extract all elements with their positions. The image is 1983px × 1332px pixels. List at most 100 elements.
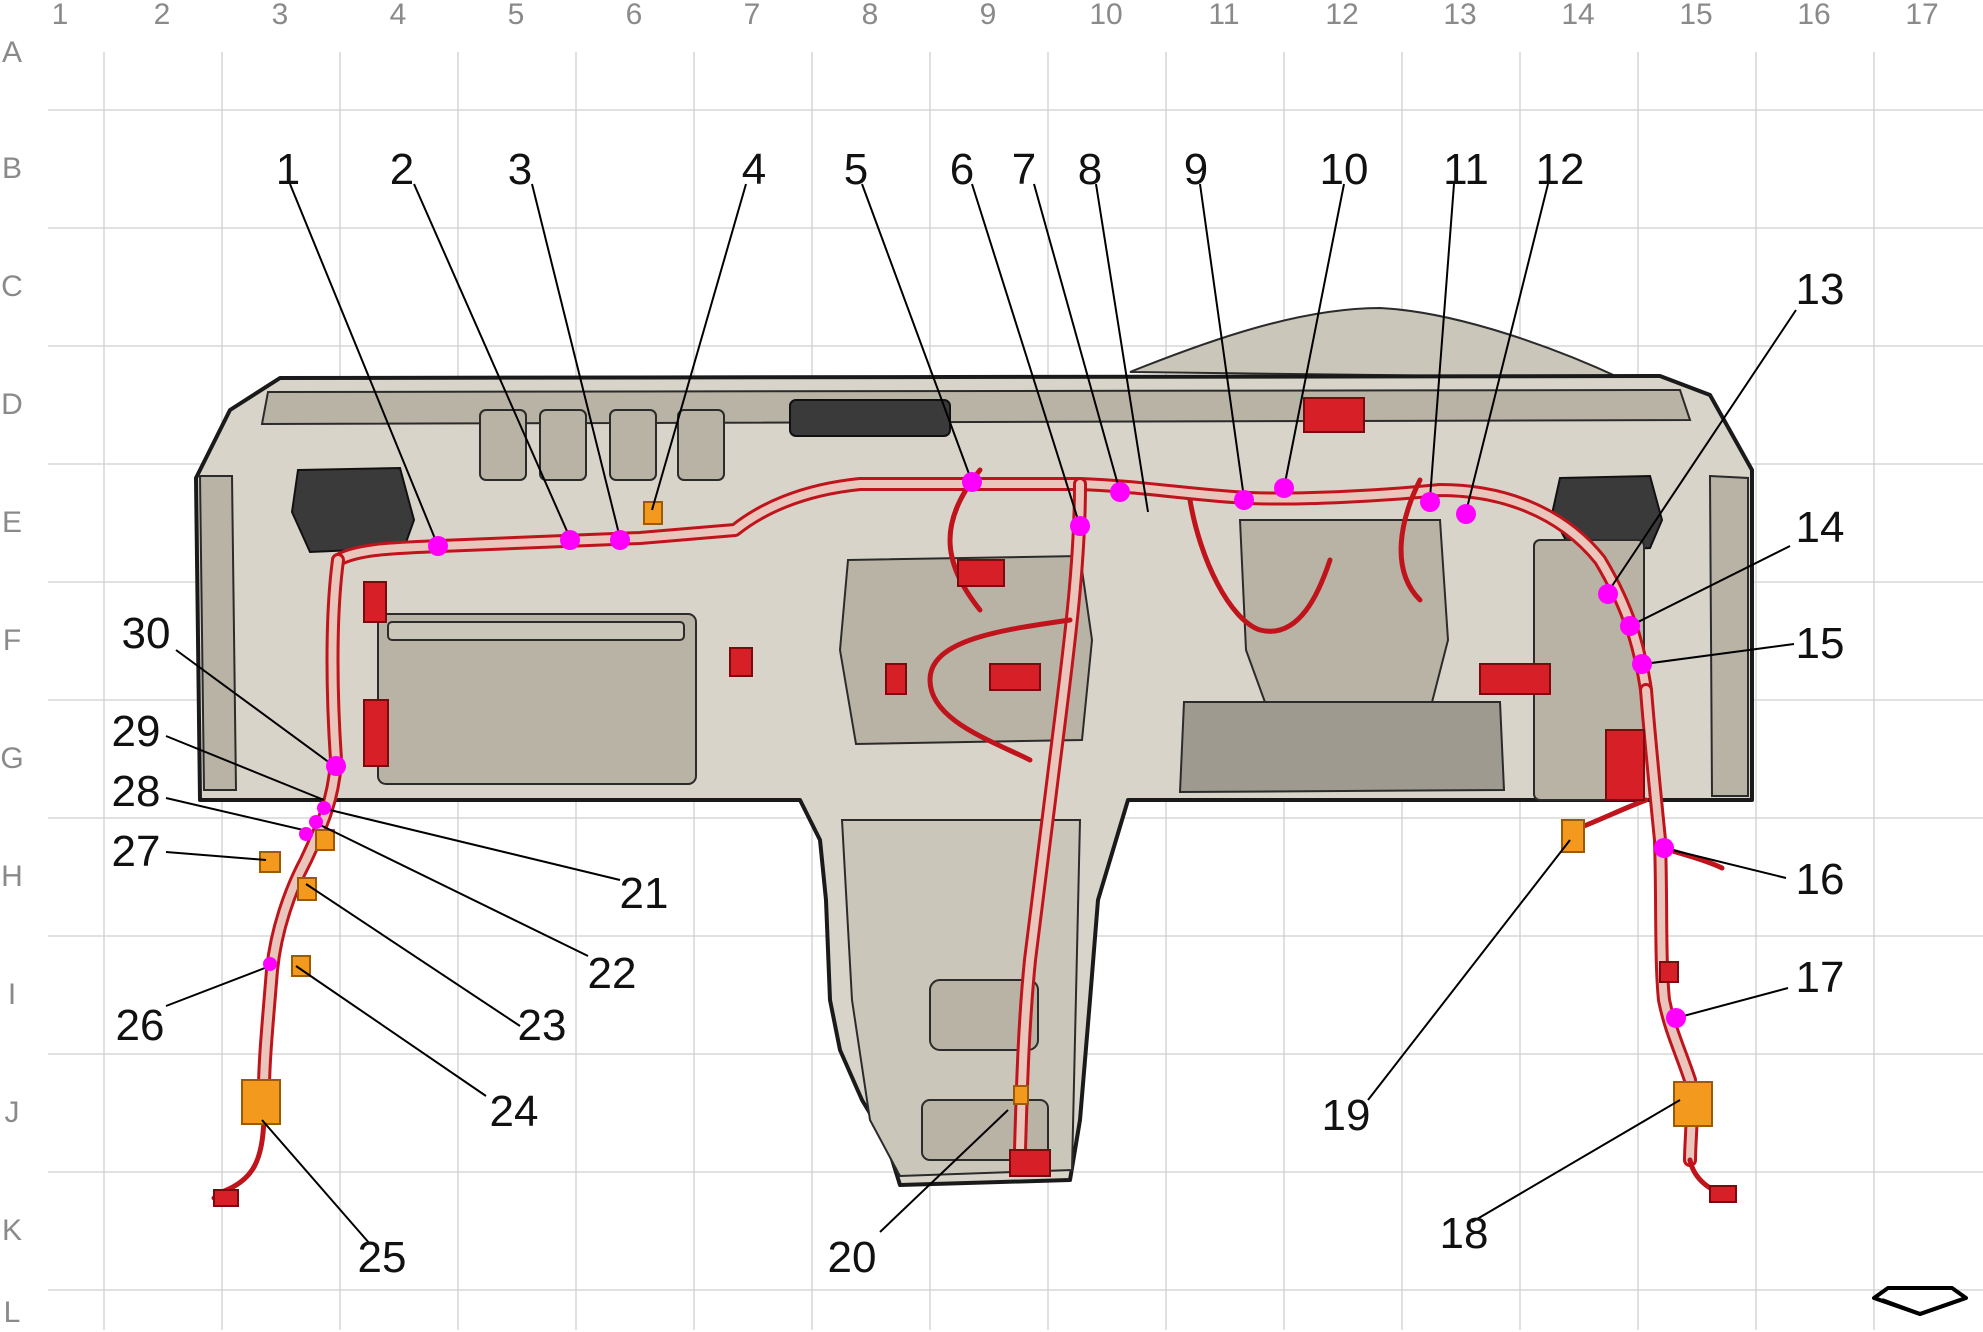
row-label: B — [2, 152, 22, 185]
orange-connector — [297, 877, 317, 901]
column-label: 10 — [1089, 0, 1122, 31]
column-label: 11 — [1208, 0, 1239, 31]
location-markers — [263, 472, 1686, 1028]
callout-7: 7 — [1012, 145, 1036, 194]
callout-20: 20 — [828, 1233, 877, 1282]
callout-3: 3 — [508, 145, 532, 194]
connector — [363, 581, 387, 623]
location-marker — [1420, 492, 1440, 512]
defrost-slot — [677, 409, 725, 481]
location-marker — [428, 536, 448, 556]
location-marker — [299, 827, 313, 841]
callout-21: 21 — [620, 869, 669, 918]
callout-22: 22 — [588, 949, 637, 998]
location-marker — [263, 957, 277, 971]
orange-connector — [291, 955, 311, 977]
column-label: 7 — [744, 0, 761, 31]
callout-2: 2 — [390, 145, 414, 194]
callout-13: 13 — [1796, 265, 1845, 314]
upper-trim — [260, 388, 1692, 426]
callout-10: 10 — [1320, 145, 1369, 194]
column-label: 1 — [52, 0, 69, 31]
left-side-panel — [198, 475, 238, 791]
location-marker — [962, 472, 982, 492]
row-labels: A B C D E F G H I J K L — [0, 36, 23, 1329]
column-label: 9 — [980, 0, 997, 31]
callout-6: 6 — [950, 145, 974, 194]
callout-9: 9 — [1184, 145, 1208, 194]
location-marker — [1456, 504, 1476, 524]
row-label: J — [5, 1096, 20, 1129]
location-marker — [1666, 1008, 1686, 1028]
harness-console-branch-sleeve — [1016, 480, 1084, 1154]
callout-28: 28 — [112, 767, 161, 816]
connector — [1009, 1149, 1051, 1177]
row-label: A — [2, 36, 22, 69]
red-connectors — [213, 397, 1737, 1207]
defrost-slot — [539, 409, 587, 481]
center-air-vent — [789, 399, 951, 437]
column-label: 16 — [1797, 0, 1830, 31]
callout-4: 4 — [742, 145, 766, 194]
callout-17: 17 — [1796, 953, 1845, 1002]
callout-16: 16 — [1796, 855, 1845, 904]
column-label: 12 — [1325, 0, 1358, 31]
connector — [1479, 663, 1551, 695]
location-marker — [326, 756, 346, 776]
location-marker — [1234, 490, 1254, 510]
callout-12: 12 — [1536, 145, 1585, 194]
callout-14: 14 — [1796, 503, 1845, 552]
column-label: 4 — [390, 0, 407, 31]
harness-steering-loop — [1187, 477, 1423, 634]
orange-connector — [259, 851, 281, 873]
connector — [729, 647, 753, 677]
row-label: G — [0, 742, 23, 775]
defrost-slot — [479, 409, 527, 481]
column-label: 14 — [1561, 0, 1594, 31]
row-label: E — [2, 506, 22, 539]
location-marker — [1654, 838, 1674, 858]
location-marker — [1632, 654, 1652, 674]
column-label: 3 — [272, 0, 289, 31]
row-label: L — [4, 1296, 21, 1329]
orange-connector — [1013, 1085, 1029, 1105]
location-marker — [317, 801, 331, 815]
connector — [1605, 729, 1645, 801]
leader-lines — [165, 183, 1797, 1245]
callout-1: 1 — [276, 145, 300, 194]
callout-18: 18 — [1440, 1209, 1489, 1258]
orange-connectors — [241, 501, 1713, 1127]
location-marker — [309, 815, 323, 829]
console-cupholder — [929, 979, 1039, 1051]
column-label: 2 — [154, 0, 171, 31]
column-label: 17 — [1905, 0, 1938, 31]
orange-connector — [1673, 1081, 1713, 1127]
callout-24: 24 — [490, 1087, 539, 1136]
arrow-down-icon — [1872, 1286, 1968, 1317]
callout-19: 19 — [1322, 1091, 1371, 1140]
column-labels: 1 2 3 4 5 6 7 8 9 10 11 12 13 14 15 16 1… — [52, 0, 1939, 31]
windshield-cowl — [1129, 306, 1621, 379]
connector — [1303, 397, 1365, 433]
location-marker — [1070, 516, 1090, 536]
row-label: F — [3, 624, 21, 657]
column-label: 13 — [1443, 0, 1476, 31]
connector — [213, 1189, 239, 1207]
callout-23: 23 — [518, 1001, 567, 1050]
callout-25: 25 — [358, 1233, 407, 1282]
callout-8: 8 — [1078, 145, 1102, 194]
callout-15: 15 — [1796, 619, 1845, 668]
callout-27: 27 — [112, 827, 161, 876]
location-marker — [560, 530, 580, 550]
callout-labels: 1 2 3 4 5 6 7 8 9 10 11 12 13 14 15 16 1… — [112, 145, 1845, 1282]
connector — [363, 699, 389, 767]
callout-30: 30 — [122, 609, 171, 658]
column-label: 5 — [508, 0, 525, 31]
row-label: I — [8, 978, 16, 1011]
orange-connector — [643, 501, 663, 525]
callout-5: 5 — [844, 145, 868, 194]
callout-11: 11 — [1443, 145, 1489, 194]
location-marker — [1620, 616, 1640, 636]
glovebox-opening — [387, 621, 685, 641]
